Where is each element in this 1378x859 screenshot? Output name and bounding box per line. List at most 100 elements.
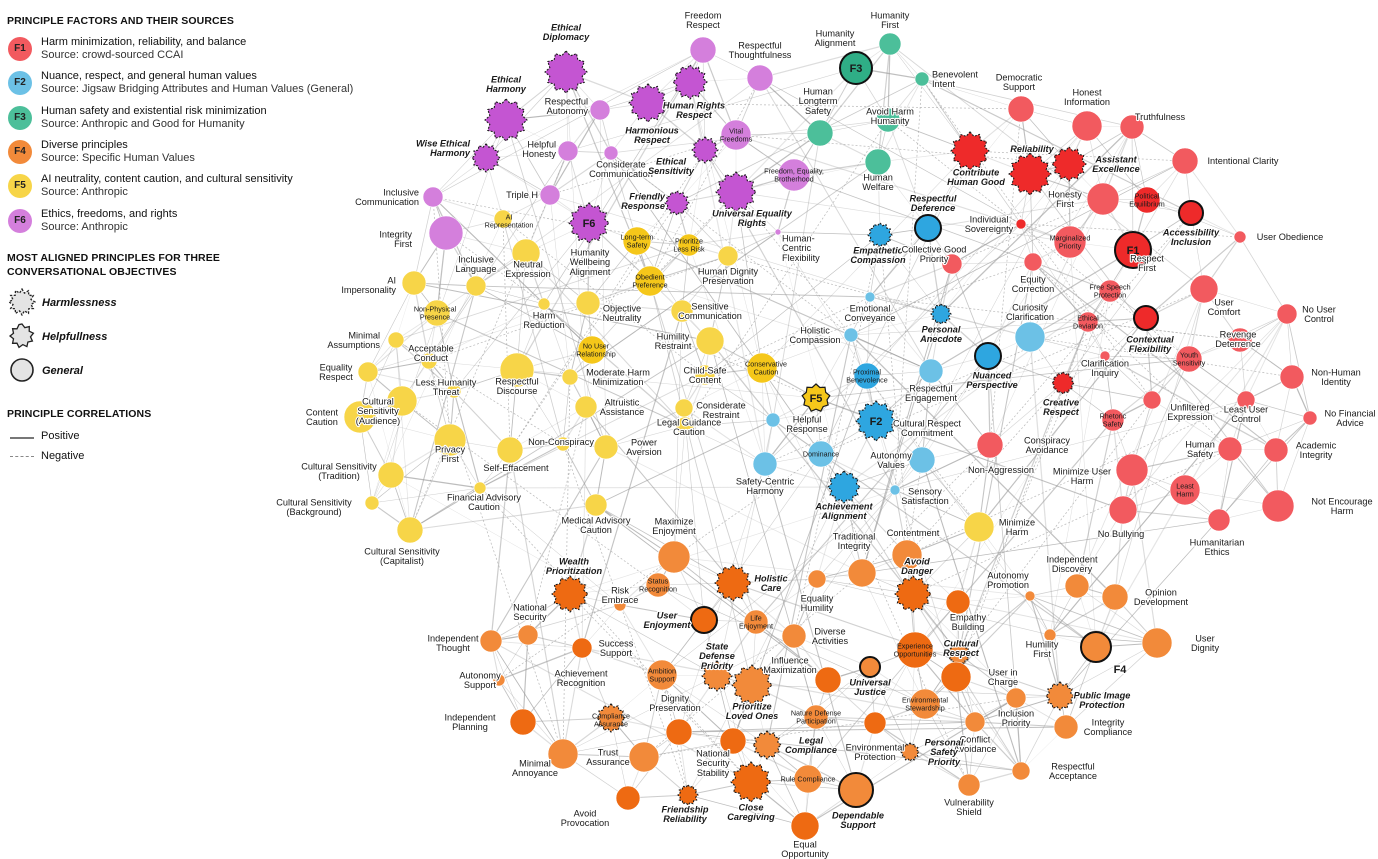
positive-correlation-edge [413, 282, 430, 362]
principle-node-influence-maximization [814, 666, 842, 694]
principle-node-autonomy-values [908, 446, 936, 474]
principle-node-friendly-response [664, 190, 690, 216]
principle-node-prioritize-less-risk [677, 233, 701, 257]
factor-source: Source: Jigsaw Bridging Attributes and H… [41, 83, 354, 95]
principle-node-medical-advisory-caution [584, 493, 608, 517]
principle-node-integrity-compliance [1053, 714, 1079, 740]
principle-node-freedom-equality-brotherhood [777, 158, 811, 192]
positive-correlation-edge [894, 444, 991, 491]
principle-node-ethical-deviation [1077, 311, 1099, 333]
positive-correlation-edge [1114, 509, 1124, 598]
principle-node-personal-safety-priority [900, 742, 920, 762]
principle-node-universal-justice [859, 656, 881, 678]
principle-node-inclusion-priority [1005, 687, 1027, 709]
positive-correlation-edge [761, 150, 971, 369]
positive-correlation-edge [661, 489, 896, 676]
positive-correlation-edge [371, 400, 403, 504]
principle-node-proximal-benevolence [853, 362, 881, 390]
positive-correlation-edge [605, 446, 863, 574]
principle-node-marginalized-priority [1053, 225, 1087, 259]
positive-correlation-edge [978, 317, 1147, 528]
factor-source: Source: Anthropic [41, 186, 128, 198]
factor-badge: F6 [8, 209, 32, 233]
positive-correlation-edge [843, 486, 908, 556]
principle-node-ambition-support [646, 659, 678, 691]
positive-correlation-edge [793, 174, 1034, 263]
negative-correlation-edge [1020, 223, 1241, 238]
principle-node-integrity-first [428, 215, 464, 251]
principle-node-honesty-first [1086, 182, 1120, 216]
positive-correlation-edge [1015, 697, 1022, 772]
principle-node-less-humanity-threat [446, 383, 462, 399]
principle-node-ethical-diplomacy [544, 50, 588, 94]
principle-node-close-caregiving [730, 761, 772, 803]
positive-correlation-edge [759, 77, 821, 134]
principle-node-user-in-charge [940, 661, 972, 693]
positive-correlation-edge [702, 49, 706, 151]
positive-correlation-edge [516, 49, 704, 371]
principle-node-conservative-caution [746, 352, 778, 384]
positive-correlation-edge [409, 340, 711, 531]
positive-correlation-edge [413, 282, 711, 342]
factor-title: Nuance, respect, and general human value… [41, 70, 257, 82]
factor-badge: F5 [8, 174, 32, 198]
positive-correlation-edge [940, 126, 1133, 315]
principle-node-child-safe-content [694, 364, 716, 386]
node-layer [343, 32, 1318, 841]
positive-correlation-edge [1122, 509, 1220, 521]
factor-title: AI neutrality, content caution, and cult… [41, 173, 293, 185]
principle-node-equal-opportunity [790, 811, 820, 841]
positive-correlation-edge [436, 312, 686, 427]
principle-node-user-obedience [1233, 230, 1247, 244]
principle-node-individual-sovereignty [1015, 218, 1027, 230]
principle-node-emotional-conveyance [864, 291, 876, 303]
principle-node-content-caution [343, 400, 377, 434]
positive-correlation-edge [735, 67, 857, 193]
principle-node-legal-compliance [752, 730, 782, 760]
positive-line-icon [10, 437, 34, 439]
positive-correlation-edge [761, 367, 766, 465]
positive-correlation-edge [709, 255, 729, 342]
principle-node-maximize-enjoyment [657, 540, 691, 574]
positive-correlation-edge [861, 313, 942, 574]
negative-correlation-edge [1032, 261, 1231, 450]
positive-correlation-edge [755, 621, 829, 681]
positive-correlation-edge [887, 43, 891, 121]
positive-correlation-edge [1076, 288, 1205, 587]
principle-label-f2: F2 [870, 416, 883, 428]
principle-node-dignity-preservation [665, 718, 693, 746]
positive-correlation-edge [485, 71, 567, 159]
principle-node-financial-advisory-caution [473, 481, 487, 495]
positive-correlation-edge [595, 419, 774, 506]
objectives-heading-line-2: CONVERSATIONAL OBJECTIVES [7, 266, 177, 278]
